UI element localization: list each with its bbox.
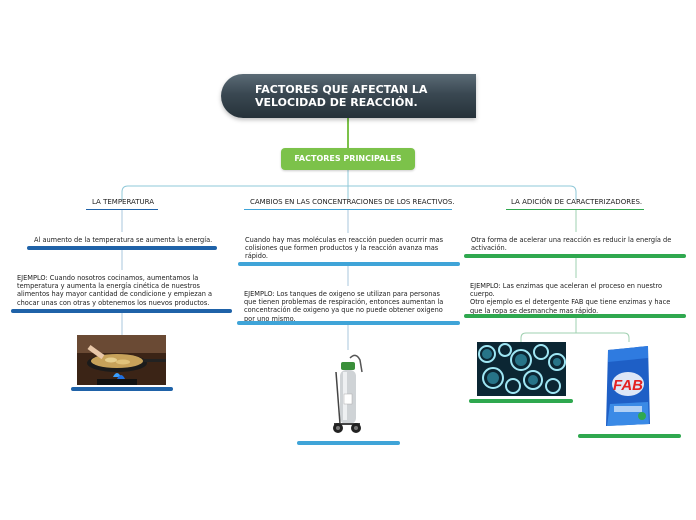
node-caracterizadores-2-bar [464,314,686,318]
enzymes-photo-bar [469,399,573,403]
root-title-line1: FACTORES QUE AFECTAN LA [255,83,428,96]
topic-concentraciones-underline [244,209,452,210]
topic-caracterizadores-underline [506,209,644,210]
root-title-line2: VELOCIDAD DE REACCIÓN. [255,96,418,109]
node-caracterizadores-1[interactable]: Otra forma de acelerar una reacción es r… [471,236,672,253]
node-caracterizadores-2[interactable]: EJEMPLO: Las enzimas que aceleran el pro… [470,282,671,315]
node-concentraciones-2-bar [237,321,460,325]
node-temperatura-1[interactable]: Al aumento de la temperatura se aumenta … [34,236,213,244]
node-concentraciones-1[interactable]: Cuando hay mas moléculas en reacción pue… [245,236,444,261]
detergent-brand-text: FAB [613,377,643,394]
node-temperatura-2[interactable]: EJEMPLO: Cuando nosotros cocinamos, aume… [17,274,213,307]
oxygen-photo-bar [297,441,400,445]
topic-temperatura[interactable]: LA TEMPERATURA [92,198,155,206]
cooking-pan-photo [77,335,166,385]
oxygen-tank-photo [326,352,370,436]
enzymes-photo [477,342,566,396]
node-caracterizadores-1-bar [464,254,686,258]
topic-caracterizadores[interactable]: LA ADICIÓN DE CARACTERIZADORES. [511,198,643,206]
detergent-photo-bar [578,434,681,438]
root-node[interactable]: FACTORES QUE AFECTAN LA VELOCIDAD DE REA… [221,74,476,118]
node-concentraciones-1-bar [238,262,460,266]
cooking-photo-bar [71,387,173,391]
node-concentraciones-2[interactable]: EJEMPLO: Los tanques de oxigeno se utili… [244,290,444,323]
principal-node[interactable]: FACTORES PRINCIPALES [281,148,415,170]
topic-concentraciones[interactable]: CAMBIOS EN LAS CONCENTRACIONES DE LOS RE… [250,198,455,206]
detergent-box-photo: FAB [604,344,652,428]
node-temperatura-2-bar [11,309,232,313]
node-temperatura-1-bar [27,246,217,250]
topic-temperatura-underline [86,209,158,210]
